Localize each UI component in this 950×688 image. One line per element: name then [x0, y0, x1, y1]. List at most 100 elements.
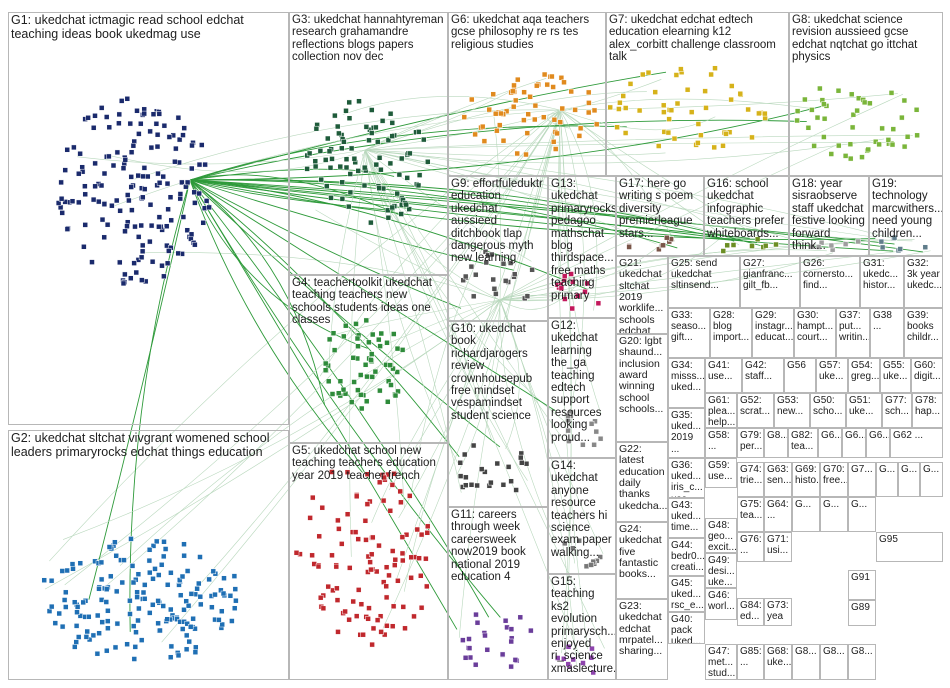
group-g17[interactable]: G17: here go writing s poem diversity pr…: [616, 176, 704, 256]
group-g21[interactable]: G21: ukedchat sltchat 2019 worklife... s…: [616, 256, 668, 334]
group-g81[interactable]: G8...: [792, 644, 820, 680]
group-g86[interactable]: G8...: [848, 644, 876, 680]
group-g39[interactable]: G39: books childr...: [904, 308, 943, 358]
group-g73[interactable]: G73: yea: [764, 598, 792, 626]
group-g27[interactable]: G27: gianfranc... gilt_fb...: [740, 256, 800, 308]
group-g84[interactable]: G84: ed...: [737, 598, 764, 626]
group-g53[interactable]: G53: new...: [774, 393, 810, 428]
group-g51[interactable]: G51: uke...: [846, 393, 882, 428]
group-label: G76: ...: [740, 534, 761, 556]
group-g3[interactable]: G3: ukedchat hannahtyreman research grah…: [289, 12, 448, 275]
group-g19[interactable]: G19: technology marcwithers... need youn…: [869, 176, 943, 256]
group-label: G...: [823, 499, 845, 510]
group-g35[interactable]: G35: uked... 2019 ...: [668, 408, 705, 458]
group-g90[interactable]: G...: [920, 462, 943, 497]
group-g30[interactable]: G30: hampt... court...: [794, 308, 836, 358]
group-g36[interactable]: G36: uked... iris_c... use...: [668, 458, 705, 498]
group-g72[interactable]: G7...: [848, 462, 876, 497]
group-g32[interactable]: G32: 3k year ukedc...: [904, 256, 943, 308]
group-g43[interactable]: G43: uked... time...: [668, 498, 705, 538]
group-g11[interactable]: G11: careers through week careersweek no…: [448, 507, 548, 680]
group-g49[interactable]: G49: desi... uke...: [705, 553, 737, 588]
group-g80[interactable]: G8...: [764, 428, 788, 458]
group-g50[interactable]: G50: scho...: [810, 393, 846, 428]
group-g89[interactable]: G89: [848, 600, 876, 626]
group-g75[interactable]: G75: tea...: [737, 497, 764, 532]
group-g47[interactable]: G47: met... stud...: [705, 644, 737, 680]
group-g71[interactable]: G71: usi...: [764, 532, 792, 562]
group-g61[interactable]: G61: plea... help...: [705, 393, 737, 428]
group-g65[interactable]: G6...: [818, 428, 842, 458]
group-g78[interactable]: G78: hap...: [912, 393, 943, 428]
group-g76[interactable]: G76: ...: [737, 532, 764, 562]
group-g88[interactable]: G...: [898, 462, 920, 497]
group-g57[interactable]: G57: uke...: [816, 358, 848, 393]
group-g83[interactable]: G8...: [820, 644, 848, 680]
group-g38[interactable]: G38 ...: [870, 308, 904, 358]
group-label: G18: year sisraobserve staff ukedchat fe…: [792, 178, 866, 252]
group-g2[interactable]: G2: ukedchat sltchat vivgrant womened sc…: [8, 430, 289, 680]
group-g28[interactable]: G28: blog import...: [710, 308, 752, 358]
group-g82[interactable]: G82: tea...: [788, 428, 818, 458]
group-g60[interactable]: G60: digit...: [911, 358, 943, 393]
group-g92[interactable]: G...: [792, 497, 820, 532]
group-g1[interactable]: G1: ukedchat ictmagic read school edchat…: [8, 12, 289, 425]
group-g13[interactable]: G13: ukedchat primaryrocks pedagoo maths…: [548, 176, 616, 318]
group-g24[interactable]: G24: ukedchat five fantastic books...: [616, 522, 668, 599]
group-g20[interactable]: G20: lgbt shaund... inclusion award winn…: [616, 334, 668, 442]
group-g85[interactable]: G85: ...: [737, 644, 764, 680]
group-g95[interactable]: G95: [876, 532, 943, 562]
group-g22[interactable]: G22: latest education daily thanks ukedc…: [616, 442, 668, 522]
group-g54[interactable]: G54: greg...: [848, 358, 880, 393]
group-g9[interactable]: G9: effortfuleduktr education ukedchat a…: [448, 176, 548, 321]
group-g68[interactable]: G68: uke...: [764, 644, 792, 680]
group-g58[interactable]: G58: ...: [705, 428, 737, 458]
group-g46[interactable]: G46: worl...: [705, 588, 737, 620]
group-g34[interactable]: G34: misss... uked...: [668, 358, 705, 408]
group-g6[interactable]: G6: ukedchat aqa teachers gcse philosoph…: [448, 12, 606, 176]
group-g37[interactable]: G37: put... writin...: [836, 308, 870, 358]
group-g67[interactable]: G6...: [866, 428, 890, 458]
group-g62[interactable]: G62 ...: [890, 428, 943, 458]
group-g10[interactable]: G10: ukedchat book richardjarogers revie…: [448, 321, 548, 507]
group-g52[interactable]: G52: scrat...: [737, 393, 774, 428]
group-g31[interactable]: G31: ukedc... histor...: [860, 256, 904, 308]
group-g77[interactable]: G77: sch...: [882, 393, 912, 428]
group-g70[interactable]: G70: free...: [820, 462, 848, 497]
group-g55[interactable]: G55: uke...: [880, 358, 911, 393]
group-g16[interactable]: G16: school ukedchat infographic teacher…: [704, 176, 789, 256]
group-g5[interactable]: G5: ukedchat school new teaching teacher…: [289, 443, 448, 680]
group-g48[interactable]: G48: geo... excit...: [705, 518, 737, 553]
group-g18[interactable]: G18: year sisraobserve staff ukedchat fe…: [789, 176, 869, 256]
group-g42[interactable]: G42: staff...: [742, 358, 784, 393]
group-g4[interactable]: G4: teachertoolkit ukedchat teaching tea…: [289, 275, 448, 443]
group-g12[interactable]: G12: ukedchat learning the_ga teaching e…: [548, 318, 616, 458]
group-label: G71: usi...: [767, 534, 789, 556]
group-g69[interactable]: G69: histo...: [792, 462, 820, 497]
group-g45[interactable]: G45: uked... rsc_e...: [668, 576, 705, 612]
group-g74[interactable]: G74: trie...: [737, 462, 764, 497]
group-g8[interactable]: G8: ukedchat science revision aussieed g…: [789, 12, 943, 176]
group-g91[interactable]: G91: [848, 570, 876, 600]
group-g44[interactable]: G44: bedr0... creati...: [668, 538, 705, 576]
group-g29[interactable]: G29: instagr... educat...: [752, 308, 794, 358]
group-g64[interactable]: G64: ...: [764, 497, 792, 532]
group-g87[interactable]: G...: [876, 462, 898, 497]
group-g94[interactable]: G...: [848, 497, 876, 532]
group-g40[interactable]: G40: pack uked...: [668, 612, 705, 644]
group-g79[interactable]: G79: per...: [737, 428, 764, 458]
group-g41[interactable]: G41: use...: [705, 358, 742, 393]
group-g26[interactable]: G26: cornersto... find...: [800, 256, 860, 308]
group-g15[interactable]: G15: teaching ks2 evolution primarysch..…: [548, 574, 616, 680]
group-label: G3: ukedchat hannahtyreman research grah…: [292, 14, 445, 64]
group-g33[interactable]: G33: seaso... gift...: [668, 308, 710, 358]
group-g93[interactable]: G...: [820, 497, 848, 532]
group-g23[interactable]: G23: ukedchat edchat mrpatel... sharing.…: [616, 599, 668, 680]
group-g66[interactable]: G6...: [842, 428, 866, 458]
group-g63[interactable]: G63: sen...: [764, 462, 792, 497]
group-g59[interactable]: G59: use...: [705, 458, 737, 488]
group-g56[interactable]: G56: [784, 358, 816, 393]
group-g14[interactable]: G14: ukedchat anyone resource teachers h…: [548, 458, 616, 574]
group-g25[interactable]: G25: send ukedchat sltinsend...: [668, 256, 740, 308]
group-g7[interactable]: G7: ukedchat edchat edtech education ele…: [606, 12, 789, 176]
